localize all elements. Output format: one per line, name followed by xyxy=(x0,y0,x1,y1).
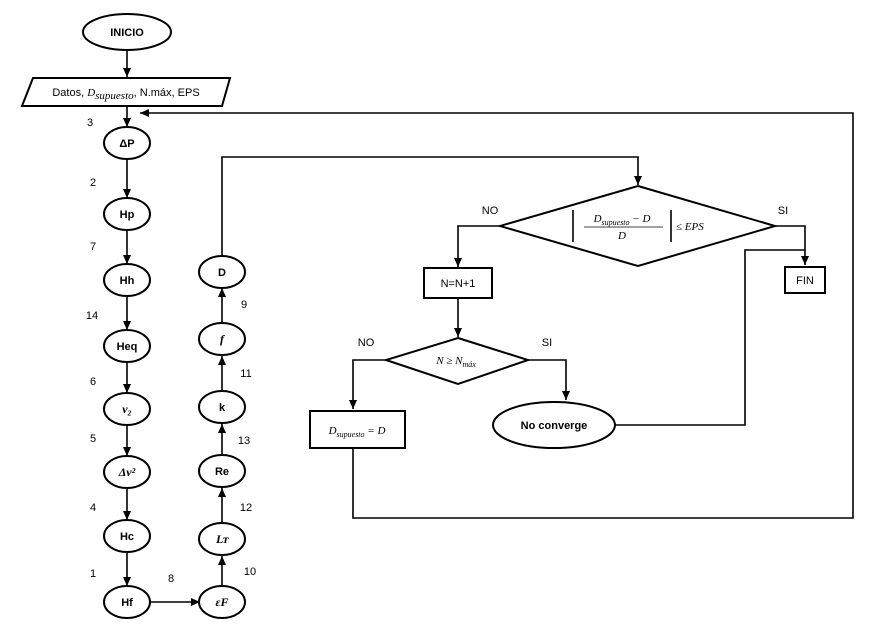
step-number: 14 xyxy=(86,310,98,322)
numerator: Dsupuesto − D xyxy=(593,213,651,227)
svg-text:D: D xyxy=(218,267,226,279)
svg-text:FIN: FIN xyxy=(796,275,814,287)
node-delta-v2: Δv² 5 xyxy=(90,433,151,489)
no-converge-terminal: No converge xyxy=(492,401,616,449)
svg-text:Hh: Hh xyxy=(120,275,135,287)
end-terminal: FIN xyxy=(784,266,826,294)
step-number: 5 xyxy=(90,433,96,445)
svg-text:f: f xyxy=(220,332,225,346)
assign-label: Dsupuesto = D xyxy=(328,425,386,439)
max-check: N ≥ Nmáx xyxy=(435,355,476,369)
node-hf: Hf 1 xyxy=(90,568,151,619)
step-number: 6 xyxy=(90,376,96,388)
svg-text:Lᴛ: Lᴛ xyxy=(215,532,229,546)
svg-text:ΔP: ΔP xyxy=(119,138,134,150)
svg-text:Re: Re xyxy=(215,466,229,478)
node-ef: εF xyxy=(198,585,246,619)
svg-text:Hf: Hf xyxy=(121,597,133,609)
denominator: D xyxy=(617,230,626,242)
input-label: Datos, Dsupuesto, N.máx, EPS xyxy=(52,87,199,102)
step-number: 10 xyxy=(244,566,256,578)
svg-text:Hp: Hp xyxy=(120,209,135,221)
step-number: 1 xyxy=(90,568,96,580)
input-data-box: Datos, Dsupuesto, N.máx, EPS xyxy=(20,77,232,107)
increment-box: N=N+1 xyxy=(423,267,493,299)
step-number: 9 xyxy=(241,299,247,311)
yes-label: SI xyxy=(778,205,788,217)
node-heq: Heq 14 xyxy=(86,310,151,363)
node-hh: Hh 7 xyxy=(90,241,151,297)
yes-label: SI xyxy=(542,337,552,349)
svg-text:k: k xyxy=(219,402,226,414)
step-number: 3 xyxy=(87,117,93,129)
svg-text:N=N+1: N=N+1 xyxy=(441,278,476,290)
step-number: 13 xyxy=(238,435,250,447)
no-label: NO xyxy=(358,337,375,349)
assign-box: Dsupuesto = D xyxy=(309,410,406,449)
step-number: 2 xyxy=(90,177,96,189)
right-column: D 9 f 11 k 13 Re 12 Lᴛ 10 εF xyxy=(198,255,256,619)
svg-text:No converge: No converge xyxy=(521,420,588,432)
svg-text:Hc: Hc xyxy=(120,531,134,543)
node-k: k 13 xyxy=(198,390,250,447)
eps-comparison: ≤ EPS xyxy=(676,221,704,233)
step-number: 8 xyxy=(168,573,174,585)
node-d: D 9 xyxy=(198,255,247,311)
step-number: 11 xyxy=(240,368,251,380)
node-lt: Lᴛ 10 xyxy=(198,522,256,578)
step-number: 7 xyxy=(90,241,96,253)
connectors xyxy=(123,50,854,606)
svg-text:v₂: v₂ xyxy=(122,402,132,416)
svg-text:Δv²: Δv² xyxy=(118,465,136,479)
node-hp: Hp 2 xyxy=(90,177,151,231)
svg-text:Heq: Heq xyxy=(117,341,138,353)
convergence-decision: Dsupuesto − D D ≤ EPS NO SI xyxy=(482,184,788,268)
node-v2: v₂ 6 xyxy=(90,376,151,426)
node-re: Re 12 xyxy=(198,454,252,514)
node-hc: Hc 4 xyxy=(90,502,151,553)
start-label: INICIO xyxy=(110,27,144,39)
node-f: f 11 xyxy=(198,322,252,380)
no-label: NO xyxy=(482,205,499,217)
step-number: 4 xyxy=(90,502,96,514)
svg-text:εF: εF xyxy=(216,595,229,609)
node-delta-p: ΔP 3 xyxy=(87,117,151,160)
start-terminal: INICIO xyxy=(82,13,172,51)
left-column: ΔP 3 Hp 2 Hh 7 Heq 14 v₂ 6 Δv² 5 xyxy=(86,117,174,619)
step-number: 12 xyxy=(240,502,252,514)
max-iterations-decision: N ≥ Nmáx NO SI xyxy=(358,336,552,386)
